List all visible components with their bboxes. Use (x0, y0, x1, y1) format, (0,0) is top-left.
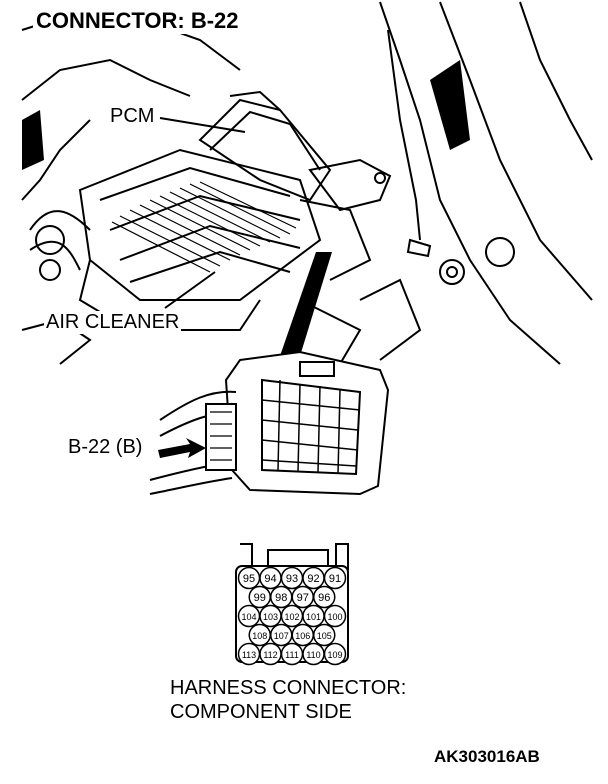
pin-110-label: 110 (306, 650, 320, 660)
pcm-connector-closeup (149, 350, 390, 496)
harness-caption-line1: HARNESS CONNECTOR: (170, 677, 407, 699)
page-title: CONNECTOR: B-22 (33, 8, 242, 34)
pin-101-label: 101 (306, 612, 321, 622)
pin-100-circle (323, 604, 347, 628)
pin-grid: 95 94 93 92 91 99 98 97 96 104 103 102 101 100 108 107 1… (237, 566, 347, 666)
pin-104-label: 104 (241, 612, 256, 622)
pin-91-circle (323, 566, 347, 590)
figure-code: AK303016AB (434, 747, 540, 766)
pin-105-circle (313, 623, 336, 647)
pin-112-label: 112 (263, 650, 277, 660)
pin-111-label: 111 (285, 650, 299, 660)
pin-97-label: 97 (297, 592, 309, 604)
pin-108-label: 108 (252, 631, 267, 641)
connector-id-label: B-22 (B) (66, 436, 145, 459)
pin-105-label: 105 (317, 631, 332, 641)
pin-109-label: 109 (327, 650, 342, 660)
pin-102-label: 102 (284, 612, 299, 622)
pin-92-label: 92 (307, 573, 319, 585)
air-cleaner-label: AIR CLEANER (44, 311, 182, 334)
pin-96-circle (313, 585, 336, 609)
pin-103-label: 103 (263, 612, 278, 622)
harness-caption-line2: COMPONENT SIDE (170, 701, 352, 723)
zoom-wedge-arrow (280, 252, 332, 356)
pin-95-label: 95 (243, 573, 255, 585)
pin-100-label: 100 (327, 612, 342, 622)
pin-98-label: 98 (275, 592, 287, 604)
leader-lines (159, 117, 246, 309)
pcm-leader-line (159, 117, 246, 133)
pin-106-label: 106 (295, 631, 310, 641)
pin-94-label: 94 (264, 573, 276, 585)
connector-pointer-arrow (158, 438, 206, 458)
pin-91-label: 91 (329, 573, 341, 585)
pcm-label: PCM (108, 105, 157, 128)
pin-99-label: 99 (254, 592, 266, 604)
pin-96-label: 96 (318, 592, 330, 604)
air-cleaner-leader-line (164, 271, 216, 309)
harness-caption: HARNESS CONNECTOR: COMPONENT SIDE (170, 676, 406, 724)
pin-107-label: 107 (274, 631, 289, 641)
pin-113-label: 113 (242, 650, 256, 660)
pin-109-circle (323, 642, 347, 666)
pin-93-label: 93 (286, 573, 298, 585)
